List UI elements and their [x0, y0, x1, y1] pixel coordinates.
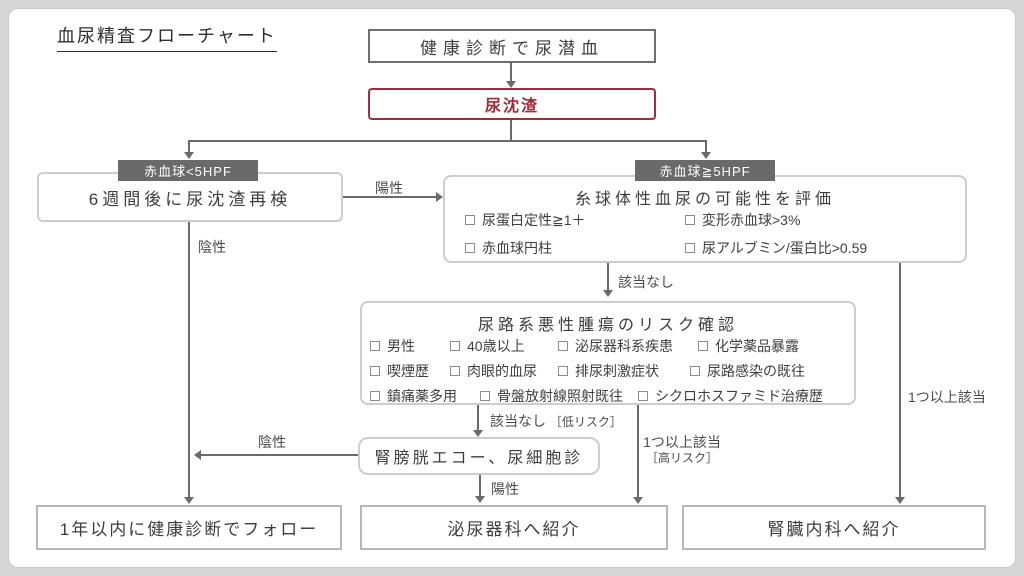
checkbox-icon	[465, 215, 475, 225]
checklist-item: 肉眼的血尿	[450, 361, 537, 381]
checklist-item-label: 変形赤血球>3%	[702, 212, 801, 228]
checklist-item-label: 赤血球円柱	[482, 240, 552, 256]
connector-line	[607, 263, 609, 291]
checkbox-icon	[698, 341, 708, 351]
checkbox-icon	[450, 366, 460, 376]
arrowhead-right	[436, 192, 443, 202]
arrowhead-down	[473, 430, 483, 437]
checkbox-icon	[370, 391, 380, 401]
node-glomerular-evaluation: 糸球体性血尿の可能性を評価 尿蛋白定性≧1＋ 変形赤血球>3% 赤血球円柱 尿ア…	[443, 175, 967, 263]
node-refer-urology: 泌尿器科へ紹介	[360, 505, 668, 550]
connector-line	[188, 140, 190, 153]
checkbox-icon	[690, 366, 700, 376]
checklist-item: 40歳以上	[450, 336, 525, 356]
arrowhead-down	[184, 152, 194, 159]
checklist-item-label: 40歳以上	[467, 338, 525, 354]
edge-label-none-match-text: 該当なし	[490, 413, 546, 429]
edge-label-low-risk-note: ［低リスク］	[549, 415, 622, 429]
edge-label-positive-echo: 陽性	[491, 481, 519, 497]
connector-line	[343, 196, 437, 198]
edge-label-negative-echo: 陰性	[258, 434, 286, 450]
checklist-item: 尿蛋白定性≧1＋	[465, 210, 586, 230]
checklist-item-label: 肉眼的血尿	[467, 363, 537, 379]
connector-line	[899, 263, 901, 498]
checklist-item-label: 排尿刺激症状	[575, 363, 659, 379]
checklist-item-label: 骨盤放射線照射既往	[497, 388, 623, 404]
checklist-item: 骨盤放射線照射既往	[480, 386, 623, 406]
connector-line	[705, 140, 707, 153]
checkbox-icon	[685, 243, 695, 253]
arrowhead-down	[506, 81, 516, 88]
node-malignancy-risk-check: 尿路系悪性腫瘍のリスク確認 男性 40歳以上 泌尿器科系疾患 化学薬品暴露 喫煙…	[360, 301, 856, 405]
checklist-item: 泌尿器科系疾患	[558, 336, 673, 356]
edge-label-none-match: 該当なし	[618, 274, 674, 290]
glomerular-evaluation-title: 糸球体性血尿の可能性を評価	[574, 191, 835, 208]
connector-line	[188, 222, 190, 498]
edge-label-one-or-more-mid: 1つ以上該当	[643, 434, 721, 450]
checklist-item: 尿路感染の既往	[690, 361, 805, 381]
page-title: 血尿精査フローチャート	[57, 22, 277, 52]
checkbox-icon	[370, 366, 380, 376]
arrowhead-down	[895, 497, 905, 504]
checklist-item: 尿アルブミン/蛋白比>0.59	[685, 238, 867, 258]
checklist-item-label: 化学薬品暴露	[715, 338, 799, 354]
malignancy-risk-title: 尿路系悪性腫瘍のリスク確認	[477, 317, 738, 334]
node-urine-sediment: 尿沈渣	[368, 88, 656, 120]
checklist-item-label: 男性	[387, 338, 415, 354]
checkbox-icon	[558, 366, 568, 376]
checklist-item-label: 尿蛋白定性≧1＋	[482, 212, 586, 228]
connector-line	[510, 63, 512, 82]
connector-line	[479, 475, 481, 497]
arrowhead-down	[701, 152, 711, 159]
node-refer-nephrology: 腎臓内科へ紹介	[682, 505, 986, 550]
tag-rbc-over-5hpf: 赤血球≧5HPF	[635, 160, 775, 181]
checklist-item: 赤血球円柱	[465, 238, 552, 258]
checklist-item: シクロホスファミド治療歴	[638, 386, 823, 406]
checklist-item-label: シクロホスファミド治療歴	[655, 388, 823, 404]
checklist-item-label: 尿路感染の既往	[707, 363, 805, 379]
checkbox-icon	[638, 391, 648, 401]
checklist-item: 排尿刺激症状	[558, 361, 659, 381]
checklist-item: 喫煙歴	[370, 361, 429, 381]
arrowhead-down	[184, 497, 194, 504]
checklist-item: 男性	[370, 336, 415, 356]
node-echo-cytology: 腎膀胱エコー、尿細胞診	[358, 437, 600, 475]
checkbox-icon	[370, 341, 380, 351]
checklist-item-label: 喫煙歴	[387, 363, 429, 379]
connector-line	[477, 405, 479, 431]
connector-line	[637, 405, 639, 498]
arrowhead-left	[194, 450, 201, 460]
checklist-item-label: 鎮痛薬多用	[387, 388, 457, 404]
tag-rbc-under-5hpf: 赤血球<5HPF	[118, 160, 258, 181]
checkbox-icon	[450, 341, 460, 351]
checklist-item: 化学薬品暴露	[698, 336, 799, 356]
checklist-item: 鎮痛薬多用	[370, 386, 457, 406]
arrowhead-down	[633, 497, 643, 504]
checklist-item: 変形赤血球>3%	[685, 210, 800, 230]
edge-label-high-risk-note: ［高リスク］	[645, 451, 718, 465]
edge-label-one-or-more-right: 1つ以上該当	[908, 389, 986, 405]
arrowhead-down	[603, 290, 613, 297]
checkbox-icon	[480, 391, 490, 401]
connector-line	[201, 454, 358, 456]
checklist-item-label: 尿アルブミン/蛋白比>0.59	[702, 240, 868, 256]
node-follow-up: 1年以内に健康診断でフォロー	[36, 505, 342, 550]
arrowhead-down	[475, 496, 485, 503]
checklist-item-label: 泌尿器科系疾患	[575, 338, 673, 354]
edge-label-none-match-low-risk: 該当なし ［低リスク］	[490, 411, 622, 431]
checkbox-icon	[685, 215, 695, 225]
edge-label-positive: 陽性	[375, 180, 403, 196]
connector-line	[510, 120, 512, 140]
edge-label-negative: 陰性	[198, 239, 226, 255]
node-health-check: 健康診断で尿潜血	[368, 29, 656, 63]
checkbox-icon	[558, 341, 568, 351]
checkbox-icon	[465, 243, 475, 253]
connector-line	[188, 140, 707, 142]
